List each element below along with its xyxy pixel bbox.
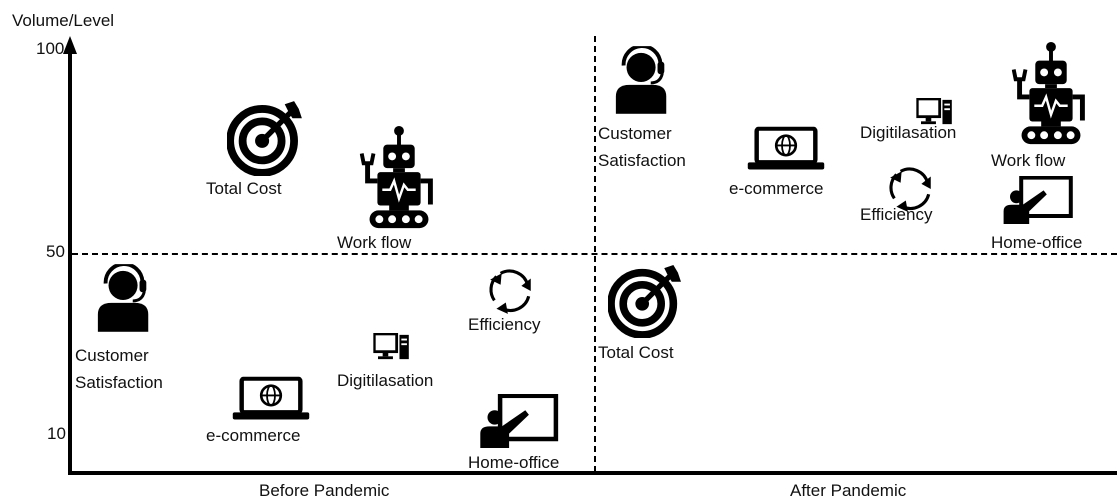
y-axis-title: Volume/Level	[12, 11, 115, 30]
after-work-flow-label: Work flow	[991, 151, 1066, 170]
x-label-after: After Pandemic	[790, 481, 907, 500]
after-total-cost-label: Total Cost	[598, 343, 674, 362]
robot-icon	[1010, 40, 1092, 148]
y-tick-10: 10	[47, 424, 66, 443]
x-axis	[68, 471, 1117, 475]
x-label-before: Before Pandemic	[259, 481, 390, 500]
y-tick-50: 50	[46, 242, 65, 261]
y-axis-arrow-icon	[63, 36, 77, 54]
after-efficiency-label: Efficiency	[860, 205, 933, 224]
before-home-office-label: Home-office	[468, 453, 560, 472]
customer-agent-icon	[94, 264, 156, 332]
after-ecommerce-label: e-commerce	[729, 179, 824, 198]
presentation-board-icon	[1000, 176, 1076, 224]
y-axis	[68, 50, 72, 475]
target-icon	[604, 262, 688, 338]
midline-vertical	[594, 36, 596, 472]
before-digitilasation-label: Digitilasation	[337, 371, 434, 390]
before-ecommerce-label: e-commerce	[206, 426, 301, 445]
before-customer-satisfaction-label: Customer Satisfaction	[75, 346, 163, 392]
after-home-office-label: Home-office	[991, 233, 1083, 252]
after-digitilasation-label: Digitilasation	[860, 123, 957, 142]
laptop-globe-icon	[746, 126, 826, 172]
desktop-computer-icon	[373, 333, 411, 361]
before-total-cost-label: Total Cost	[206, 179, 282, 198]
before-work-flow-label: Work flow	[337, 233, 412, 252]
after-customer-satisfaction-label: Customer Satisfaction	[598, 124, 686, 170]
before-efficiency-label: Efficiency	[468, 315, 541, 334]
customer-agent-icon	[612, 46, 674, 114]
robot-icon	[358, 124, 440, 232]
y-tick-100: 100	[36, 39, 65, 58]
presentation-board-icon	[474, 394, 564, 448]
laptop-globe-icon	[231, 376, 311, 422]
cycle-arrows-icon	[484, 264, 538, 316]
target-icon	[222, 98, 310, 176]
